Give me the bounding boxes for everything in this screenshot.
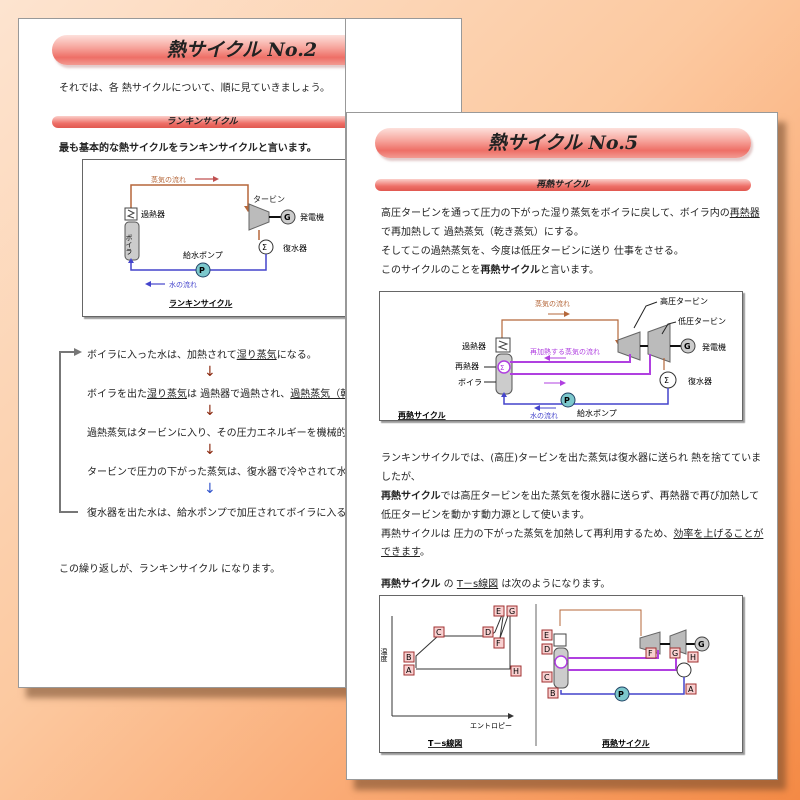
closing-text: この繰り返しが、ランキンサイクル になります。	[59, 564, 281, 575]
ts-intro: 再熱サイクル の T－s線図 は次のようになります。	[381, 579, 611, 590]
para1-line2: で再加熱して 過熱蒸気（乾き蒸気）にする。	[381, 227, 584, 238]
svg-text:C: C	[544, 673, 550, 682]
svg-text:P: P	[199, 266, 205, 275]
svg-text:復水器: 復水器	[688, 376, 712, 386]
svg-text:H: H	[690, 653, 696, 662]
svg-text:T－s線図: T－s線図	[428, 738, 462, 748]
svg-text:ボイラ: ボイラ	[458, 378, 482, 387]
step-1: ボイラに入った水は、加熱されて湿り蒸気になる。	[87, 350, 317, 361]
svg-text:P: P	[618, 690, 624, 699]
ts-and-cycle-diagram: 温度 エントロピー A B C D E F G H T－s線図	[379, 595, 743, 753]
svg-text:B: B	[550, 689, 556, 698]
svg-text:F: F	[496, 639, 501, 648]
svg-text:A: A	[406, 666, 412, 675]
svg-text:再加熱する蒸気の流れ: 再加熱する蒸気の流れ	[530, 347, 600, 356]
svg-text:発電機: 発電機	[300, 212, 324, 222]
step-2: ボイラを出た湿り蒸気は 過熱器で過熱され、過熱蒸気（乾き	[87, 389, 345, 400]
page-rankine: 熱サイクル No.2 それでは、各 熱サイクルについて、順に見ていきましょう。 …	[18, 18, 346, 688]
svg-text:過熱器: 過熱器	[462, 341, 486, 351]
step-5: 復水器を出た水は、給水ポンプで加圧されてボイラに入る。	[87, 508, 346, 519]
lead-text: 最も基本的な熱サイクルをランキンサイクルと言います。	[59, 143, 317, 154]
svg-text:エントロピー: エントロピー	[470, 722, 512, 730]
svg-text:C: C	[436, 628, 442, 637]
step-3: 過熱蒸気はタービンに入り、その圧力エネルギーを機械的エ	[87, 428, 346, 439]
svg-text:蒸気の流れ: 蒸気の流れ	[535, 299, 570, 308]
svg-text:蒸気の流れ: 蒸気の流れ	[151, 175, 186, 184]
svg-text:F: F	[648, 649, 653, 658]
svg-text:Σ: Σ	[500, 364, 504, 372]
arrow-down-icon: ↓	[204, 442, 216, 458]
section-heading: ランキンサイクル	[52, 116, 345, 128]
svg-text:Σ: Σ	[262, 243, 267, 252]
para1-line1: 高圧タービンを通って圧力の下がった湿り蒸気をボイラに戻して、ボイラ内の再熱器	[381, 208, 760, 219]
arrow-down-icon: ↓	[204, 364, 216, 380]
svg-text:G: G	[672, 649, 678, 658]
arrow-down-icon: ↓	[204, 481, 216, 497]
svg-text:E: E	[544, 631, 549, 640]
para2-line2: したが、	[381, 472, 421, 483]
arrow-down-icon: ↓	[204, 403, 216, 419]
svg-text:低圧タービン: 低圧タービン	[678, 316, 726, 326]
svg-text:G: G	[509, 607, 515, 616]
svg-text:タービン: タービン	[253, 195, 285, 204]
para2-line6: できます。	[381, 547, 430, 558]
para2-line1: ランキンサイクルでは、(高圧)タービンを出た蒸気は復水器に送られ 熱を捨てていま	[381, 453, 762, 464]
svg-text:温度: 温度	[380, 647, 388, 663]
para2-line5: 再熱サイクルは 圧力の下がった蒸気を加熱して再利用するため、効率を上げることが	[381, 529, 764, 540]
svg-text:発電機: 発電機	[702, 342, 726, 352]
para2-line3: 再熱サイクルでは高圧タービンを出た蒸気を復水器に送らず、再熱器で再び加熱して	[381, 491, 760, 502]
svg-text:G: G	[698, 640, 705, 649]
step-4: タービンで圧力の下がった蒸気は、復水器で冷やされて水に	[87, 467, 346, 478]
svg-text:D: D	[544, 645, 550, 654]
page-reheat: 熱サイクル No.5 再熱サイクル 高圧タービンを通って圧力の下がった湿り蒸気を…	[346, 112, 778, 780]
svg-text:D: D	[485, 628, 491, 637]
svg-text:P: P	[564, 396, 570, 405]
svg-text:E: E	[496, 607, 501, 616]
reheat-diagram: 蒸気の流れ G 発電機 高圧タービン 低圧タービン 過熱器 Σ 再熱器 ボイラ	[379, 291, 743, 421]
para1-line4: このサイクルのことを再熱サイクルと言います。	[381, 265, 599, 276]
svg-text:G: G	[284, 213, 291, 222]
svg-text:復水器: 復水器	[283, 243, 307, 253]
svg-text:給水ポンプ: 給水ポンプ	[183, 250, 223, 260]
svg-text:水の流れ: 水の流れ	[530, 411, 558, 420]
svg-text:G: G	[684, 342, 691, 351]
svg-text:ランキンサイクル: ランキンサイクル	[169, 298, 232, 308]
page-title: 熱サイクル No.5	[375, 128, 751, 158]
svg-text:再熱サイクル: 再熱サイクル	[398, 410, 446, 420]
svg-text:給水ポンプ: 給水ポンプ	[577, 408, 617, 418]
svg-text:B: B	[406, 653, 412, 662]
svg-text:水の流れ: 水の流れ	[169, 280, 197, 289]
para1-line3: そしてこの過熱蒸気を、今度は低圧タービンに送り 仕事をさせる。	[381, 246, 684, 257]
svg-text:過熱器: 過熱器	[141, 209, 165, 219]
svg-text:高圧タービン: 高圧タービン	[660, 296, 708, 306]
intro-text: それでは、各 熱サイクルについて、順に見ていきましょう。	[59, 83, 330, 94]
svg-text:ボイラ: ボイラ	[125, 234, 133, 255]
svg-text:Σ: Σ	[664, 376, 669, 385]
page-rankine-edge	[346, 18, 462, 113]
svg-text:A: A	[688, 685, 694, 694]
page-title: 熱サイクル No.2	[52, 35, 345, 65]
rankine-diagram: 蒸気の流れ タービン G 発電機 過熱器 ボイラ Σ 復水器 P 給水ポンプ	[82, 159, 345, 317]
svg-text:H: H	[513, 667, 519, 676]
section-heading: 再熱サイクル	[375, 179, 751, 191]
svg-text:再熱サイクル: 再熱サイクル	[602, 738, 650, 748]
svg-text:再熱器: 再熱器	[455, 361, 479, 371]
para2-line4: 低圧タービンを動かす動力源として使います。	[381, 510, 590, 521]
